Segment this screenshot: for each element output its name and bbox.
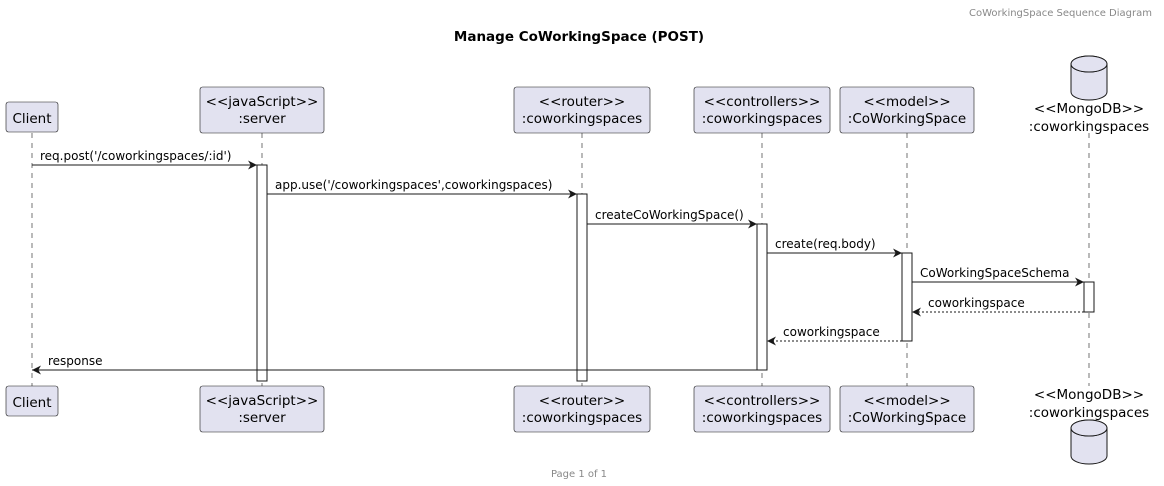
participant-controllers-bottom: <<controllers>>:coworkingspaces — [693, 385, 831, 433]
participant-label: :coworkingspaces — [1029, 405, 1149, 421]
message-8: response — [32, 354, 757, 375]
message-label: createCoWorkingSpace() — [595, 208, 744, 222]
participant-label: <<controllers>> — [704, 94, 821, 110]
message-1: req.post('/coworkingspaces/:id') — [32, 149, 257, 170]
participant-box — [199, 385, 325, 433]
activation-server — [256, 164, 268, 382]
participant-controllers-top: <<controllers>>:coworkingspaces — [693, 86, 831, 134]
participant-label: <<router>> — [539, 393, 625, 409]
message-label: coworkingspace — [928, 296, 1025, 310]
participant-label: <<javaScript>> — [206, 94, 319, 110]
header-note: CoWorkingSpace Sequence Diagram — [969, 8, 1152, 19]
participant-label: <<controllers>> — [704, 393, 821, 409]
participant-box — [513, 86, 651, 134]
participant-label: <<router>> — [539, 94, 625, 110]
participant-box — [839, 385, 975, 433]
message-3: createCoWorkingSpace() — [587, 208, 757, 229]
participant-box — [693, 385, 831, 433]
message-7: coworkingspace — [767, 325, 902, 346]
participant-label: <<model>> — [863, 94, 950, 110]
participant-label: <<MongoDB>> — [1034, 387, 1144, 403]
diagram-title: Manage CoWorkingSpace (POST) — [454, 29, 704, 45]
messages: req.post('/coworkingspaces/:id') app.use(… — [32, 149, 1084, 375]
activation-model — [901, 252, 913, 342]
participant-box — [5, 385, 59, 417]
participant-box — [5, 101, 59, 133]
activation-router — [576, 193, 588, 382]
participant-box — [513, 385, 651, 433]
participant-mongodb-top: <<MongoDB>> :coworkingspaces — [1029, 55, 1149, 135]
participants-bottom: Client<<javaScript>>:server<<router>>:co… — [5, 385, 1149, 465]
page-footer: Page 1 of 1 — [551, 469, 607, 480]
participant-box — [199, 86, 325, 134]
participant-router-top: <<router>>:coworkingspaces — [513, 86, 651, 134]
participant-router-bottom: <<router>>:coworkingspaces — [513, 385, 651, 433]
activation-mongodb — [1083, 281, 1095, 313]
participant-label: :server — [238, 410, 286, 426]
participant-label: :coworkingspaces — [522, 410, 642, 426]
activation-controllers — [756, 223, 768, 371]
message-2: app.use('/coworkingspaces',coworkingspac… — [267, 178, 577, 199]
message-6: coworkingspace — [912, 296, 1084, 317]
participant-label: :coworkingspaces — [522, 111, 642, 127]
participant-label: :server — [238, 111, 286, 127]
participant-label: :CoWorkingSpace — [848, 410, 966, 426]
participant-label: Client — [12, 111, 51, 127]
participant-box — [693, 86, 831, 134]
participant-model-bottom: <<model>>:CoWorkingSpace — [839, 385, 975, 433]
participant-server-bottom: <<javaScript>>:server — [199, 385, 325, 433]
participants-top: Client<<javaScript>>:server<<router>>:co… — [5, 55, 1149, 135]
message-label: response — [48, 354, 103, 368]
message-label: create(req.body) — [775, 237, 876, 251]
participant-label: :CoWorkingSpace — [848, 111, 966, 127]
lifelines — [31, 133, 1090, 386]
participant-box — [839, 86, 975, 134]
activation-bars — [256, 164, 1095, 382]
participant-client-top: Client — [5, 101, 59, 133]
message-5: CoWorkingSpaceSchema — [912, 266, 1084, 287]
database-icon-bottom-rim — [1070, 427, 1108, 437]
participant-label: <<model>> — [863, 393, 950, 409]
participant-label: :coworkingspaces — [702, 410, 822, 426]
participant-label: :coworkingspaces — [1029, 119, 1149, 135]
message-4: create(req.body) — [767, 237, 902, 258]
participant-label: Client — [12, 395, 51, 411]
message-label: CoWorkingSpaceSchema — [920, 266, 1069, 280]
message-label: req.post('/coworkingspaces/:id') — [40, 149, 231, 163]
database-icon-top-rim — [1070, 63, 1108, 73]
participant-mongodb-bottom: <<MongoDB>> :coworkingspaces — [1029, 387, 1149, 465]
participant-model-top: <<model>>:CoWorkingSpace — [839, 86, 975, 134]
participant-label: :coworkingspaces — [702, 111, 822, 127]
participant-label: <<MongoDB>> — [1034, 101, 1144, 117]
participant-label: <<javaScript>> — [206, 393, 319, 409]
message-label: app.use('/coworkingspaces',coworkingspac… — [275, 178, 552, 192]
message-label: coworkingspace — [783, 325, 880, 339]
participant-server-top: <<javaScript>>:server — [199, 86, 325, 134]
participant-client-bottom: Client — [5, 385, 59, 417]
